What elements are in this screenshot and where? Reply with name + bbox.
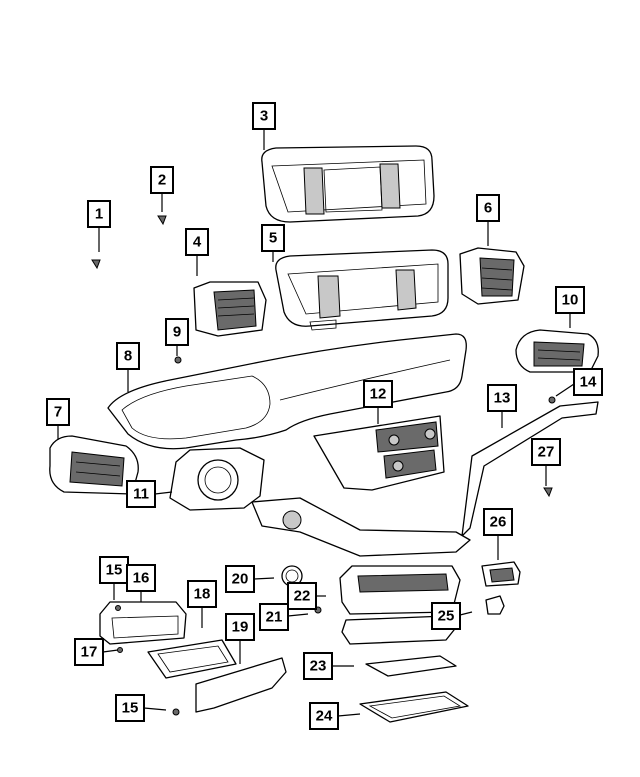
part-8-instrument-panel-trim <box>107 333 467 450</box>
part-19-lower-trim <box>195 657 287 713</box>
callout-23: 23 <box>303 652 333 680</box>
svg-text:20: 20 <box>232 571 249 588</box>
part-16-glove-box <box>99 601 187 645</box>
svg-text:17: 17 <box>81 644 98 661</box>
callout-15-upper: 15 <box>99 556 129 584</box>
callout-17: 17 <box>74 638 104 666</box>
svg-text:21: 21 <box>266 609 283 626</box>
svg-text:12: 12 <box>370 386 387 403</box>
callout-7: 7 <box>46 398 70 426</box>
svg-text:6: 6 <box>484 200 492 217</box>
part-11-steering-column-shroud <box>169 447 265 511</box>
part-18-glove-box-door <box>147 639 237 679</box>
callout-24: 24 <box>309 702 339 730</box>
svg-text:11: 11 <box>133 486 149 503</box>
callout-9: 9 <box>165 318 189 346</box>
part-10-right-outer-vent <box>515 329 599 373</box>
callout-16: 16 <box>126 564 156 592</box>
part-23-mat <box>365 655 457 677</box>
svg-text:9: 9 <box>173 324 181 341</box>
svg-text:10: 10 <box>562 292 579 309</box>
callout-27: 27 <box>531 438 561 466</box>
part-7-left-outer-vent <box>49 435 139 495</box>
callout-4: 4 <box>185 228 209 256</box>
svg-text:24: 24 <box>316 708 333 725</box>
svg-text:13: 13 <box>494 390 511 407</box>
part-switch-small <box>485 595 505 615</box>
callout-1: 1 <box>87 200 111 228</box>
svg-text:7: 7 <box>54 404 62 421</box>
svg-text:22: 22 <box>294 588 311 605</box>
svg-text:15: 15 <box>106 562 123 579</box>
svg-text:19: 19 <box>232 619 249 636</box>
callout-11: 11 <box>126 480 156 508</box>
callout-14: 14 <box>573 368 603 396</box>
part-6-right-air-vent <box>459 247 525 305</box>
fasteners <box>91 215 556 716</box>
svg-text:4: 4 <box>193 234 202 251</box>
callout-6: 6 <box>476 194 500 222</box>
part-24-mat <box>359 691 469 723</box>
svg-text:18: 18 <box>194 586 211 603</box>
callout-5: 5 <box>261 224 285 252</box>
callout-20: 20 <box>225 565 255 593</box>
part-26-switch-module <box>481 561 521 587</box>
svg-text:27: 27 <box>538 444 555 461</box>
part-4-left-air-vent <box>193 281 267 337</box>
part-13-right-trim-strip <box>461 401 599 537</box>
lower-center-panel <box>251 497 471 557</box>
leader-lines <box>57 130 575 717</box>
callout-2: 2 <box>150 166 174 194</box>
svg-text:2: 2 <box>158 172 166 189</box>
svg-text:8: 8 <box>124 348 132 365</box>
part-5-bezel <box>275 249 449 331</box>
callout-8: 8 <box>116 342 140 370</box>
callout-18: 18 <box>187 580 217 608</box>
callout-19: 19 <box>225 613 255 641</box>
svg-text:15: 15 <box>122 700 139 717</box>
svg-text:1: 1 <box>95 206 103 223</box>
callout-15-lower: 15 <box>115 694 145 722</box>
part-3-upper-bezel <box>261 145 435 223</box>
svg-text:26: 26 <box>490 514 507 531</box>
svg-text:23: 23 <box>310 658 327 675</box>
callout-26: 26 <box>483 508 513 536</box>
callout-10: 10 <box>555 286 585 314</box>
svg-text:25: 25 <box>438 608 455 625</box>
callout-3: 3 <box>252 102 276 130</box>
callout-13: 13 <box>487 384 517 412</box>
svg-text:5: 5 <box>269 230 277 247</box>
callout-22: 22 <box>287 582 317 610</box>
part-22-storage-bin <box>339 565 461 615</box>
callout-21: 21 <box>259 603 289 631</box>
svg-text:14: 14 <box>580 374 597 391</box>
callout-25: 25 <box>431 602 461 630</box>
callout-12: 12 <box>363 380 393 408</box>
part-12-center-stack-bezel <box>313 415 445 491</box>
svg-text:3: 3 <box>260 108 268 125</box>
svg-text:16: 16 <box>133 570 150 587</box>
